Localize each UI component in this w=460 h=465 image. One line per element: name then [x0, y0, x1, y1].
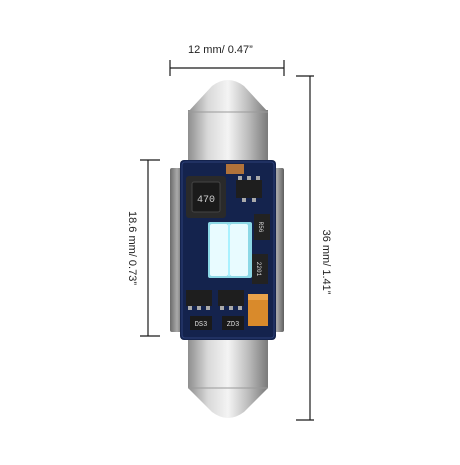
chip-2-marking: ZD3 — [227, 321, 240, 329]
width-dimension-label: 12 mm/ 0.47” — [188, 44, 253, 56]
pcb-height-dimension-label: 18.6 mm/ 0.73” — [126, 211, 138, 285]
total-length-dimension — [296, 75, 314, 421]
chip-1-marking: DS3 — [195, 321, 208, 329]
resistor-2-marking: 2201 — [255, 262, 262, 277]
resistor-r56: R56 — [254, 214, 270, 240]
top-capacitor — [226, 164, 244, 174]
bottom-chip-1: DS3 — [190, 316, 212, 330]
bottom-transistor-right — [218, 290, 244, 310]
bottom-transistor-left — [186, 290, 212, 310]
tantalum-capacitor — [248, 294, 268, 326]
bottom-chip-2: ZD3 — [222, 316, 244, 330]
top-end-cap — [188, 80, 268, 162]
resistor-2201: 2201 — [252, 254, 268, 284]
width-dimension — [169, 60, 285, 76]
led-pair — [208, 222, 252, 278]
bottom-end-cap — [188, 336, 268, 418]
inductor-component: 470 — [186, 176, 226, 218]
total-length-dimension-label: 36 mm/ 1.41” — [320, 229, 332, 295]
pcb-height-dimension — [140, 159, 160, 337]
top-ic — [236, 176, 262, 202]
resistor-1-marking: R56 — [257, 222, 264, 233]
inductor-marking: 470 — [197, 195, 215, 206]
